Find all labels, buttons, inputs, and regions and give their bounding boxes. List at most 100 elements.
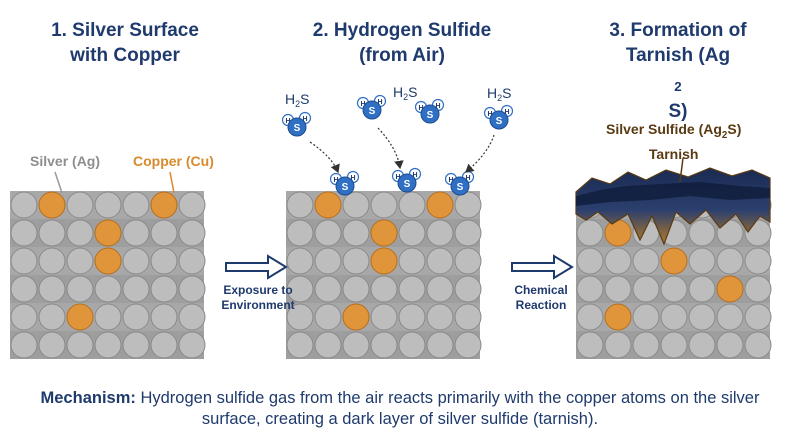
mechanism-caption: Mechanism: Hydrogen sulfide gas from the…	[10, 388, 790, 430]
silver-atom	[150, 331, 178, 359]
caption-bold: Mechanism:	[40, 389, 136, 407]
hydrogen-symbol: H	[412, 172, 417, 179]
hydrogen-symbol: H	[504, 109, 509, 116]
silver-atom	[286, 275, 314, 303]
silver-atom	[94, 331, 122, 359]
silver-atom	[10, 219, 38, 247]
silver-atom	[632, 247, 660, 275]
silver-atom	[632, 303, 660, 331]
silver-atom	[604, 331, 632, 359]
silver-atom	[744, 247, 772, 275]
silver-atom	[688, 247, 716, 275]
silver-atom	[688, 219, 716, 247]
silver-atom	[426, 275, 454, 303]
h2s-formula: H2S	[393, 84, 417, 102]
copper-atom	[660, 247, 688, 275]
silver-atom	[576, 303, 604, 331]
silver-atom	[370, 275, 398, 303]
silver-atom	[66, 191, 94, 219]
silver-atom	[286, 219, 314, 247]
hydrogen-symbol: H	[350, 175, 355, 182]
silver-atom	[286, 247, 314, 275]
silver-atom	[10, 275, 38, 303]
silver-atom	[38, 275, 66, 303]
sulfur-atom	[287, 117, 307, 137]
silver-atom	[454, 219, 482, 247]
sulfur-symbol: S	[457, 182, 464, 193]
silver-atom	[744, 303, 772, 331]
silver-atom	[66, 331, 94, 359]
silver-atom	[286, 331, 314, 359]
sulfur-symbol: S	[294, 123, 301, 134]
diffusion-arrow	[377, 127, 404, 170]
silver-atom	[398, 219, 426, 247]
silver-atom	[426, 219, 454, 247]
silver-atom	[716, 247, 744, 275]
silver-atom	[454, 303, 482, 331]
silver-atom	[66, 219, 94, 247]
silver-atom	[314, 247, 342, 275]
silver-atom	[398, 247, 426, 275]
silver-atom	[342, 219, 370, 247]
silver-atom	[94, 191, 122, 219]
hydrogen-symbol: H	[333, 177, 338, 184]
silver-atom	[744, 275, 772, 303]
silver-atom	[342, 191, 370, 219]
silver-atom	[398, 303, 426, 331]
silver-atom	[314, 331, 342, 359]
silver-atom	[576, 331, 604, 359]
silver-atom	[150, 247, 178, 275]
silver-atom	[94, 275, 122, 303]
silver-atom	[66, 247, 94, 275]
silver-atom	[314, 275, 342, 303]
sulfur-atom	[450, 176, 470, 196]
hydrogen-symbol: H	[448, 177, 453, 184]
sulfur-atom	[489, 110, 509, 130]
silver-atom	[454, 247, 482, 275]
silver-atom	[122, 219, 150, 247]
silver-atom	[314, 303, 342, 331]
silver-atom	[426, 247, 454, 275]
copper-atom	[150, 191, 178, 219]
silver-atom	[122, 247, 150, 275]
silver-atom	[688, 275, 716, 303]
silver-atom	[660, 331, 688, 359]
sulfur-symbol: S	[404, 179, 411, 190]
silver-atom	[660, 275, 688, 303]
copper-atom	[314, 191, 342, 219]
silver-atom	[38, 219, 66, 247]
panel-2-title: 2. Hydrogen Sulfide(from Air)	[312, 20, 492, 66]
copper-atom	[38, 191, 66, 219]
sulfur-symbol: S	[496, 116, 503, 127]
copper-atom	[342, 303, 370, 331]
sulfur-symbol: S	[342, 182, 349, 193]
silver-atom	[38, 247, 66, 275]
arrow-reaction	[511, 254, 574, 280]
silver-atom	[122, 331, 150, 359]
hydrogen-symbol: H	[377, 99, 382, 106]
silver-atom	[66, 275, 94, 303]
hydrogen-symbol: H	[435, 103, 440, 110]
caption-text: Hydrogen sulfide gas from the air reacts…	[135, 389, 760, 428]
silver-atom	[94, 303, 122, 331]
silver-atom	[632, 331, 660, 359]
silver-atom	[370, 331, 398, 359]
silver-atom	[178, 275, 206, 303]
silver-atom	[150, 303, 178, 331]
silver-atom	[716, 303, 744, 331]
silver-atom	[150, 219, 178, 247]
hydrogen-symbol: H	[285, 118, 290, 125]
sulfur-symbol: S	[369, 106, 376, 117]
silver-atom	[10, 247, 38, 275]
silver-atom	[342, 331, 370, 359]
silver-atom	[576, 219, 604, 247]
silver-atom	[398, 275, 426, 303]
silver-atom	[454, 331, 482, 359]
